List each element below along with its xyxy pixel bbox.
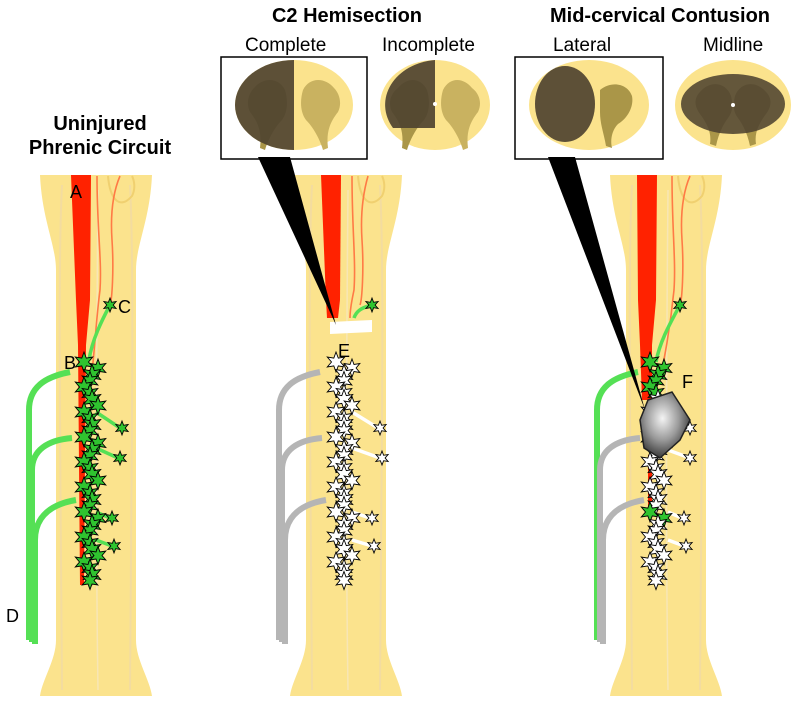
motor-neuron — [343, 545, 361, 566]
interneuron — [364, 296, 380, 314]
spinal-cord-hemisection — [276, 175, 402, 696]
motor-neuron — [655, 470, 673, 491]
label-c: C — [118, 297, 131, 317]
motor-neuron — [326, 400, 346, 424]
label-f: F — [682, 372, 693, 392]
hemisection-lesion — [330, 320, 372, 334]
interneuron — [374, 449, 390, 467]
cross-section-complete-hemisection — [220, 56, 368, 160]
title-uninjured-line2: Phrenic Circuit — [28, 137, 172, 159]
interneuron — [102, 296, 118, 314]
motor-neuron — [335, 570, 353, 591]
title-hemisection: C2 Hemisection — [271, 5, 423, 27]
interneuron-axons-hemisected — [351, 410, 381, 548]
cross-section-lateral-contusion — [514, 56, 664, 160]
phrenic-axon-uninjured — [26, 369, 71, 640]
motor-neuron — [326, 350, 346, 374]
motor-neuron — [655, 545, 673, 566]
motor-neuron — [343, 507, 361, 529]
motor-neuron — [74, 500, 94, 524]
motor-neuron — [74, 425, 94, 449]
interneuron — [366, 537, 382, 555]
motor-neuron — [326, 500, 346, 524]
cross-section-midline-contusion — [675, 60, 791, 150]
label-a: A — [70, 182, 83, 202]
bulbospinal-tract-hemisected — [321, 175, 341, 318]
spinal-cord-uninjured — [26, 175, 152, 696]
crossed-fiber-uninjured — [90, 175, 102, 381]
subtitle-lateral: Lateral — [553, 35, 612, 56]
title-contusion: Mid-cervical Contusion — [549, 5, 771, 27]
interneuron — [112, 449, 128, 467]
motor-neuron — [89, 395, 107, 416]
motor-neuron — [326, 550, 346, 574]
phrenic-axon-partially-spared — [594, 369, 639, 640]
label-d: D — [6, 606, 19, 626]
motor-neuron — [89, 545, 107, 566]
motor-neuron — [343, 470, 361, 491]
motor-neuron — [647, 570, 665, 591]
interneuron — [372, 419, 388, 437]
phrenic-motor-neurons-denervated — [326, 296, 390, 591]
title-uninjured-line1: Uninjured — [53, 113, 147, 135]
subtitle-complete: Complete — [245, 35, 327, 56]
label-b: B — [64, 353, 77, 373]
motor-neuron — [326, 425, 346, 449]
callout-wedge-hemisection — [258, 157, 336, 325]
motor-neuron — [89, 470, 107, 491]
motor-neuron — [640, 350, 660, 374]
subtitle-incomplete: Incomplete — [382, 35, 475, 56]
interneuron — [682, 449, 698, 467]
interneuron — [104, 509, 120, 527]
interneuron — [676, 509, 692, 527]
spinal-cord-contusion — [594, 175, 722, 696]
motor-neuron — [326, 375, 346, 399]
interneuron — [672, 296, 688, 314]
motor-neuron — [640, 500, 660, 524]
interneuron — [678, 537, 694, 555]
title-uninjured: Uninjured Phrenic Circuit — [0, 112, 200, 160]
motor-neuron — [326, 475, 346, 499]
phrenic-axon-denervated — [276, 369, 321, 640]
motor-neuron — [74, 350, 94, 374]
motor-neuron — [326, 450, 346, 474]
motor-neuron — [343, 432, 361, 454]
motor-neuron — [81, 570, 99, 591]
contusion-cavity — [639, 391, 691, 459]
interneuron — [106, 537, 122, 555]
callout-wedge-contusion — [548, 157, 645, 410]
interneuron — [114, 419, 130, 437]
phrenic-motor-neurons-uninjured — [74, 296, 130, 591]
motor-neuron — [343, 357, 361, 379]
cross-section-incomplete-hemisection — [380, 60, 490, 150]
bulbospinal-tract-contusion — [637, 175, 657, 400]
bulbospinal-tract-uninjured — [71, 175, 91, 585]
label-e: E — [338, 341, 351, 361]
motor-neuron — [326, 525, 346, 549]
interneuron — [364, 509, 380, 527]
subtitle-midline: Midline — [703, 35, 764, 56]
motor-neuron — [343, 395, 361, 416]
